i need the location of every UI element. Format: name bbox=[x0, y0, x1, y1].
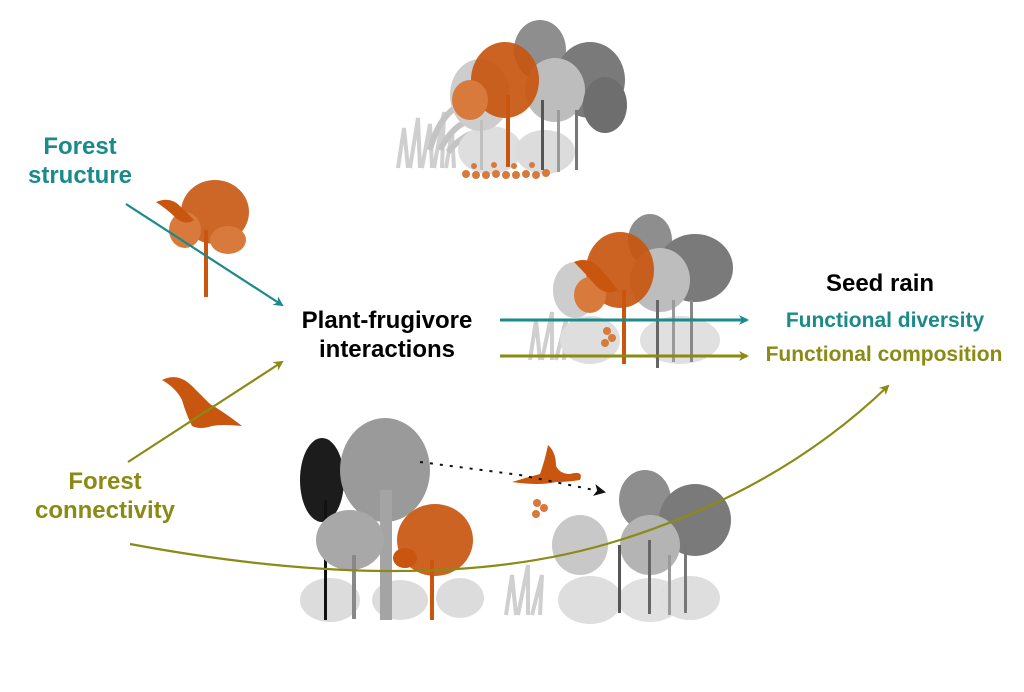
arrow-dispersal-dotted bbox=[419, 461, 606, 496]
forest-connectivity-text: Forest connectivity bbox=[34, 468, 176, 524]
seeds bbox=[601, 327, 616, 347]
forest-patch-left bbox=[300, 418, 484, 622]
flying-toucan-with-seeds bbox=[512, 445, 581, 518]
functional-diversity-label: Functional diversity bbox=[785, 309, 985, 332]
arrow-connectivity-to-interactions bbox=[127, 360, 284, 463]
forest-patch-right bbox=[504, 470, 731, 624]
toucan-in-tree-icon bbox=[574, 260, 618, 293]
single-tree-with-toucan bbox=[156, 180, 249, 297]
forest-canopy-top bbox=[396, 20, 627, 179]
functional-composition-label: Functional composition bbox=[765, 343, 1003, 366]
forest-structure-text: Forest structure bbox=[27, 133, 133, 189]
toucan-flying-icon bbox=[512, 445, 581, 484]
arrows bbox=[125, 203, 890, 573]
forest-connectivity-label: Forest connectivity bbox=[22, 468, 188, 526]
seed-rain-label: Seed rain bbox=[825, 270, 935, 297]
plant-frugivore-interactions-label: Plant-frugivore interactions bbox=[280, 307, 494, 365]
forest-center-with-toucan bbox=[528, 214, 733, 368]
toucan-icon bbox=[156, 199, 194, 223]
arrow-connectivity-to-composition bbox=[129, 384, 890, 573]
forest-structure-label: Forest structure bbox=[24, 133, 136, 191]
fallen-fruits bbox=[462, 162, 550, 179]
arrow-structure-to-interactions bbox=[125, 203, 284, 307]
toucan-perched-icon bbox=[162, 377, 242, 428]
plant-frugivore-text: Plant-frugivore interactions bbox=[301, 307, 473, 363]
